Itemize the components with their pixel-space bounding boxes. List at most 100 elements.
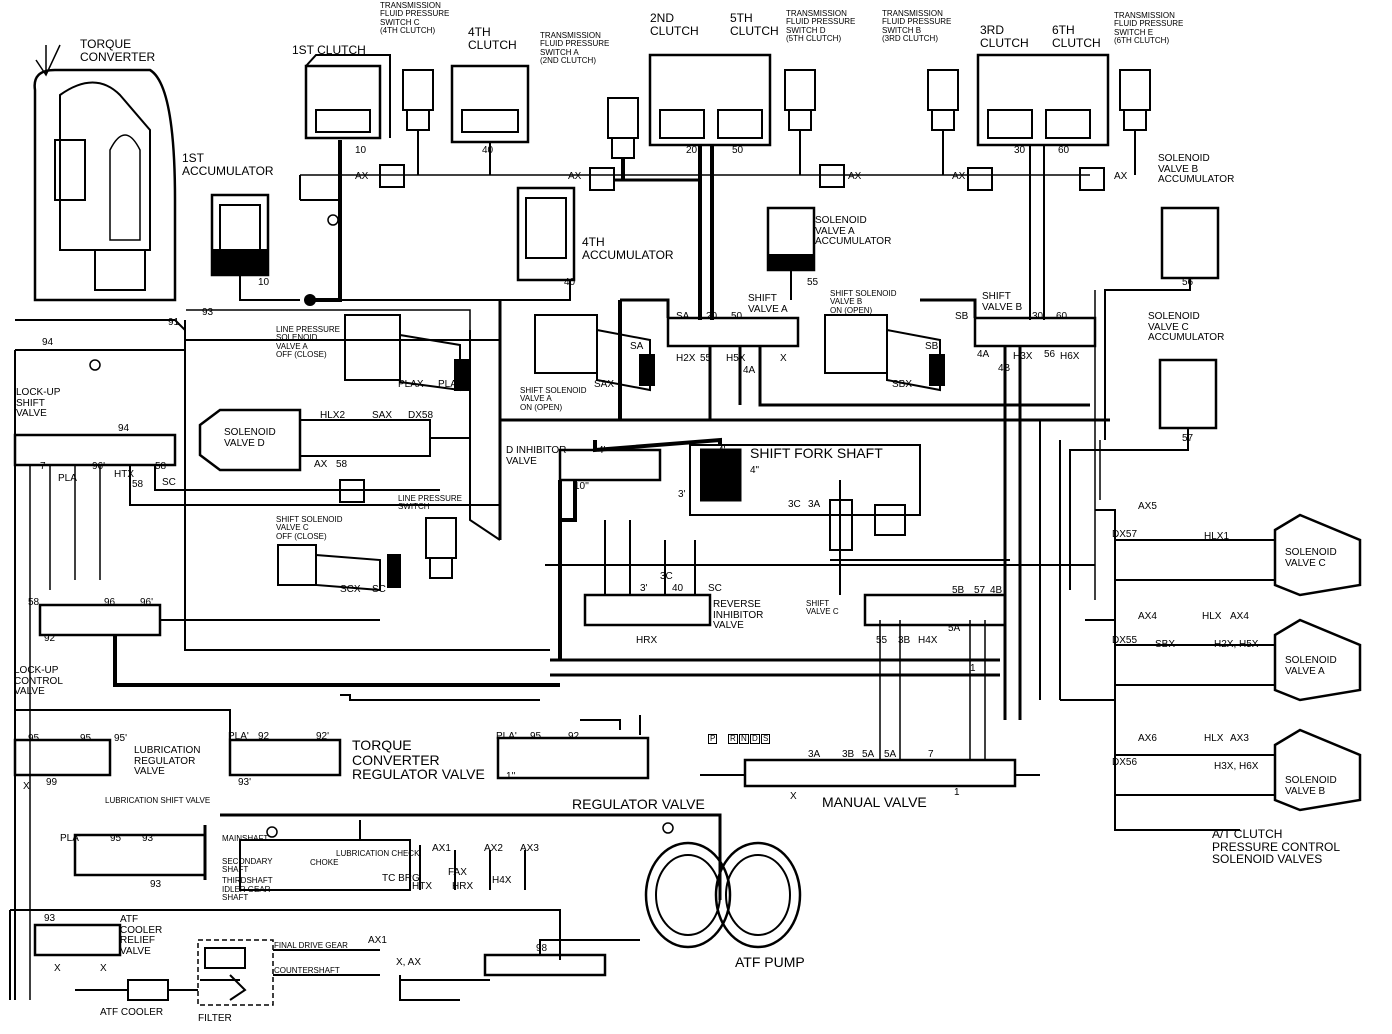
- shift-solenoid-a-label: SHIFT SOLENOID VALVE A ON (OPEN): [520, 386, 587, 412]
- sv-b-label: SOLENOID VALVE B: [1285, 775, 1337, 797]
- port-label: 40: [564, 277, 576, 288]
- port-label: FAX: [448, 867, 467, 878]
- x-ax-label: X, AX: [396, 957, 422, 968]
- clutch-1st-label: 1ST CLUTCH: [292, 43, 366, 57]
- port-label: 4": [750, 465, 760, 476]
- port-label: 1: [954, 787, 960, 798]
- port-label: AX4: [1138, 611, 1157, 622]
- port-label: 98: [536, 943, 548, 954]
- atf-pump-label: ATF PUMP: [735, 954, 805, 970]
- port-label: SC: [372, 584, 386, 595]
- port-label: 96: [104, 597, 116, 608]
- port-label: H3X, H6X: [1214, 761, 1259, 772]
- port-label: PLA': [60, 833, 81, 844]
- port-label: H6X: [1060, 351, 1080, 362]
- port-label: 1: [970, 663, 976, 674]
- port-label: SBX: [892, 379, 913, 390]
- port-label: AX: [1114, 171, 1128, 182]
- sv-c-label: SOLENOID VALVE C: [1285, 547, 1337, 569]
- port-label: AX5: [1138, 501, 1157, 512]
- manual-valve-label: MANUAL VALVE: [822, 794, 927, 810]
- port-label: HTX: [114, 469, 134, 480]
- port-label: AX2: [484, 843, 503, 854]
- port-label: DX56: [1112, 757, 1138, 768]
- port-label: 3C: [788, 499, 801, 510]
- port-label: AX1: [432, 843, 451, 854]
- port-label: AX: [568, 171, 582, 182]
- port-label: PLA: [438, 379, 457, 390]
- port-label: 95: [110, 833, 122, 844]
- port-label: 93': [238, 777, 252, 788]
- port-label: 5B: [952, 585, 965, 596]
- final-drive-gear-label: FINAL DRIVE GEAR: [274, 941, 348, 950]
- port-label: 58: [132, 479, 144, 490]
- port-label: AX: [314, 459, 328, 470]
- port-label: 60: [1056, 311, 1068, 322]
- atf-cooler-label: ATF COOLER: [100, 1007, 164, 1018]
- port-label: AX: [848, 171, 862, 182]
- port-label: AX: [952, 171, 966, 182]
- accumulator-1st-label: 1ST ACCUMULATOR: [182, 151, 274, 178]
- port-label: 91: [168, 317, 180, 328]
- tfps-b-label: TRANSMISSION FLUID PRESSURE SWITCH B (3R…: [882, 9, 952, 44]
- port-label: SCX: [340, 584, 361, 595]
- port-label: 55: [807, 277, 819, 288]
- lockup-shift-valve-label: LOCK-UP SHIFT VALVE: [16, 387, 61, 419]
- port-label: HRX: [452, 881, 474, 892]
- port-label: 58: [336, 459, 348, 470]
- clutch-2nd-label: 2ND CLUTCH: [650, 11, 699, 38]
- port-label: 96': [140, 597, 154, 608]
- port-label: 56: [1182, 277, 1194, 288]
- torque-converter-label: TORQUE CONVERTER: [80, 37, 156, 64]
- port-label: 4B: [990, 585, 1003, 596]
- port-label: 50: [731, 311, 743, 322]
- port-label: 10: [258, 277, 270, 288]
- mainshaft-label: MAINSHAFT: [222, 834, 269, 843]
- port-label: 7: [40, 461, 46, 472]
- port-label: PLA: [58, 473, 77, 484]
- port-label: SC: [162, 477, 176, 488]
- port-label: PLA': [228, 731, 249, 742]
- sv-a-label: SOLENOID VALVE A: [1285, 655, 1337, 677]
- tfps-e-label: TRANSMISSION FLUID PRESSURE SWITCH E (6T…: [1114, 11, 1184, 46]
- port-label: H4X: [918, 635, 938, 646]
- clutch-3rd-label: 3RD CLUTCH: [980, 23, 1029, 50]
- port-label: AX3: [1230, 733, 1249, 744]
- port-label: AX4: [1230, 611, 1249, 622]
- shift-solenoid-c-label: SHIFT SOLENOID VALVE C OFF (CLOSE): [276, 515, 343, 541]
- solenoid-valve-d-label: SOLENOID VALVE D: [224, 427, 276, 449]
- port-label: 4': [598, 445, 606, 456]
- clutch-6th-label: 6TH CLUTCH: [1052, 23, 1101, 50]
- port-label: 30: [1014, 145, 1026, 156]
- sv-a-accumulator-label: SOLENOID VALVE A ACCUMULATOR: [815, 215, 892, 247]
- port-label: 99: [46, 777, 58, 788]
- port-label: 95: [530, 731, 542, 742]
- port-label: 94: [118, 423, 130, 434]
- port-label: SA: [676, 311, 690, 322]
- torque-converter-regulator-valve-label: TORQUE CONVERTER REGULATOR VALVE: [352, 737, 485, 783]
- port-label: 95: [80, 733, 92, 744]
- idler-gear-shaft-label: IDLER GEAR SHAFT: [222, 885, 271, 903]
- port-label: H2X: [676, 353, 696, 364]
- port-label: SA: [630, 341, 644, 352]
- port-label: SAX: [594, 379, 615, 390]
- port-label: AX: [355, 171, 369, 182]
- thirdshaft-label: THIRDSHAFT: [222, 876, 273, 885]
- port-label: 3A: [808, 749, 821, 760]
- port-label: 5A: [884, 749, 897, 760]
- shift-valve-b-label: SHIFT VALVE B: [982, 291, 1023, 313]
- port-label: X: [54, 963, 61, 974]
- port-label: 94: [42, 337, 54, 348]
- gear-position-r: R: [728, 734, 738, 744]
- port-label: HTX: [412, 881, 432, 892]
- lockup-control-valve-label: LOCK-UP CONTROL VALVE: [14, 665, 63, 697]
- port-label: 58: [155, 461, 167, 472]
- line-pressure-switch-label: LINE PRESSURE SWITCH: [398, 494, 463, 512]
- lubrication-regulator-valve-label: LUBRICATION REGULATOR VALVE: [134, 745, 201, 777]
- port-label: 93: [202, 307, 214, 318]
- port-label: 10: [355, 145, 367, 156]
- port-label: DX58: [408, 410, 434, 421]
- port-label: 58: [28, 597, 40, 608]
- port-label: HLX: [1202, 611, 1222, 622]
